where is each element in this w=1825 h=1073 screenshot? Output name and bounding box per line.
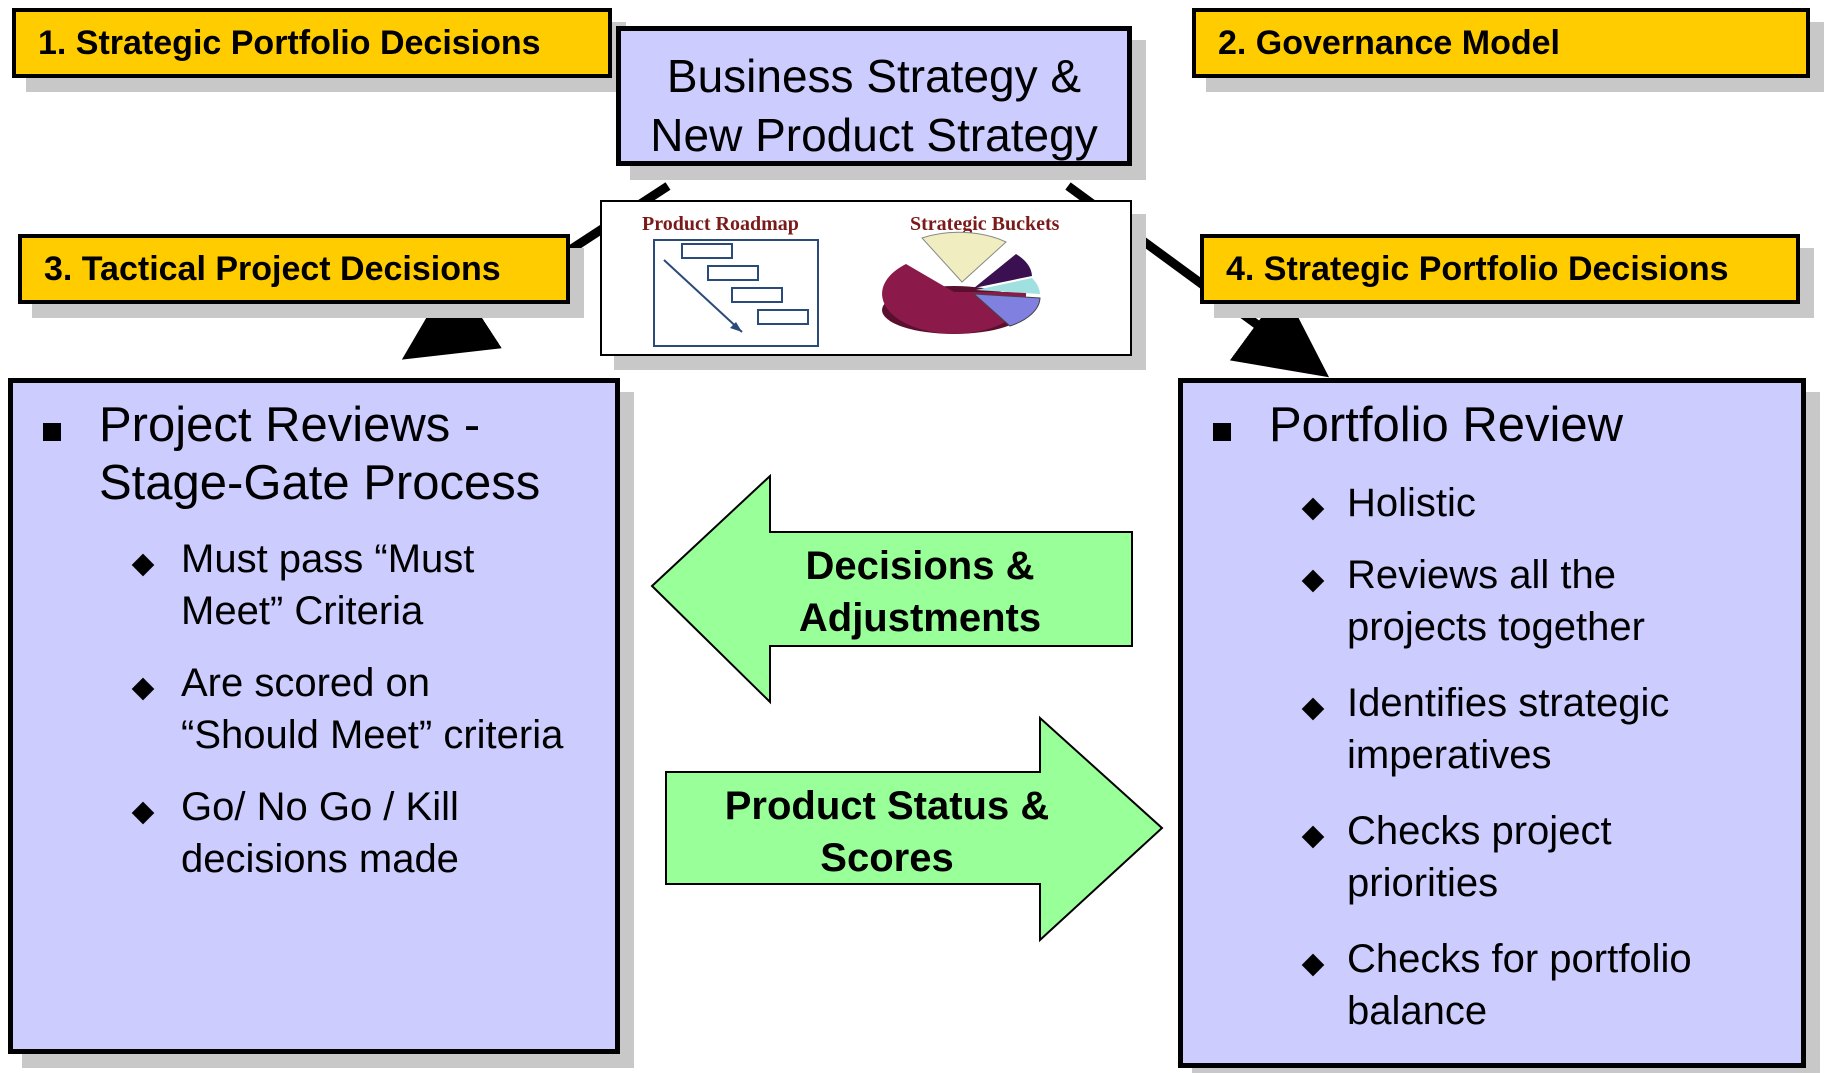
left-arrow-label-line-1: Decisions & bbox=[805, 544, 1035, 588]
left-bullet-3-line-2: decisions made bbox=[181, 837, 459, 881]
tag-tactical-project-decisions: 3. Tactical Project Decisions bbox=[18, 234, 570, 304]
right-bullet-4-line-1: Checks project bbox=[1347, 809, 1612, 853]
business-strategy-box: Business Strategy & New Product Strategy bbox=[616, 26, 1132, 166]
roadmap-bar-2 bbox=[707, 265, 759, 281]
right-bullet-5-line-1: Checks for portfolio bbox=[1347, 937, 1692, 981]
left-bullet-2-line-1: Are scored on bbox=[181, 661, 431, 705]
left-arrow-shape bbox=[650, 473, 1133, 705]
strategy-line-1: Business Strategy & bbox=[666, 50, 1082, 102]
right-bullet-4: Checks project priorities bbox=[1347, 805, 1612, 909]
buckets-title: Strategic Buckets bbox=[910, 213, 1060, 235]
pie-slice-dark bbox=[974, 254, 1032, 288]
roadmap-buckets-image: Product Roadmap Strategic Buckets bbox=[600, 200, 1132, 356]
right-panel-heading: Portfolio Review bbox=[1269, 398, 1624, 452]
right-bullet-2: Reviews all the projects together bbox=[1347, 549, 1645, 653]
left-arrow-label-line-2: Adjustments bbox=[798, 596, 1042, 640]
strategy-line-2: New Product Strategy bbox=[650, 108, 1098, 161]
left-bullet-3-line-1: Go/ No Go / Kill bbox=[181, 785, 459, 829]
right-bullet-5-line-2: balance bbox=[1347, 989, 1488, 1033]
left-bullet-1-line-2: Meet” Criteria bbox=[181, 589, 424, 633]
tag-governance-model: 2. Governance Model bbox=[1192, 8, 1810, 78]
right-arrow-label: Product Status & Scores bbox=[700, 780, 1074, 884]
right-bullet-1-line-1: Holistic bbox=[1347, 481, 1476, 525]
portfolio-review-panel: Portfolio Review Holistic Reviews all th… bbox=[1178, 378, 1806, 1068]
tag-strategic-portfolio-decisions-1: 1. Strategic Portfolio Decisions bbox=[12, 8, 612, 78]
right-bullet-1: Holistic bbox=[1347, 477, 1476, 529]
left-bullet-2: Are scored on “Should Meet” criteria bbox=[181, 657, 563, 761]
right-bullet-3-line-2: imperatives bbox=[1347, 733, 1552, 777]
pie-slice-teal bbox=[976, 278, 1040, 294]
left-arrow-label: Decisions & Adjustments bbox=[760, 540, 1080, 644]
left-bullet-3: Go/ No Go / Kill decisions made bbox=[181, 781, 459, 885]
left-bullet-1: Must pass “Must Meet” Criteria bbox=[181, 533, 474, 637]
left-heading-line-1: Project Reviews - bbox=[99, 398, 481, 452]
bullet-square-icon bbox=[43, 423, 61, 441]
roadmap-bar-1 bbox=[681, 243, 733, 259]
left-heading-line-2: Stage-Gate Process bbox=[99, 455, 541, 510]
right-arrow-label-line-2: Scores bbox=[820, 836, 954, 880]
right-bullet-4-line-2: priorities bbox=[1347, 861, 1499, 905]
right-bullet-5: Checks for portfolio balance bbox=[1347, 933, 1692, 1037]
right-bullet-2-line-1: Reviews all the bbox=[1347, 553, 1617, 597]
roadmap-title: Product Roadmap bbox=[642, 213, 799, 235]
right-bullet-3-line-1: Identifies strategic bbox=[1347, 681, 1670, 725]
right-arrow-label-line-1: Product Status & bbox=[724, 784, 1050, 828]
project-reviews-panel: Project Reviews - Stage-Gate Process Mus… bbox=[8, 378, 620, 1054]
pie-slice-cream bbox=[921, 231, 1007, 283]
bullet-square-icon bbox=[1213, 423, 1231, 441]
left-panel-heading: Project Reviews - Stage-Gate Process bbox=[99, 397, 540, 513]
right-bullet-3: Identifies strategic imperatives bbox=[1347, 677, 1669, 781]
right-bullet-2-line-2: projects together bbox=[1347, 605, 1645, 649]
roadmap-bar-4 bbox=[757, 309, 809, 325]
right-arrow-shape bbox=[665, 715, 1164, 943]
roadmap-bar-3 bbox=[731, 287, 783, 303]
left-bullet-1-line-1: Must pass “Must bbox=[181, 537, 475, 581]
roadmap-buckets-graphic: Product Roadmap Strategic Buckets bbox=[642, 213, 1060, 347]
pie-slice-main bbox=[882, 264, 1027, 334]
left-bullet-2-line-2: “Should Meet” criteria bbox=[181, 713, 564, 757]
pie-slice-purple bbox=[972, 293, 1041, 327]
roadmap-arrowhead bbox=[730, 322, 742, 332]
roadmap-arrow bbox=[663, 259, 743, 333]
tag-strategic-portfolio-decisions-4: 4. Strategic Portfolio Decisions bbox=[1200, 234, 1800, 304]
